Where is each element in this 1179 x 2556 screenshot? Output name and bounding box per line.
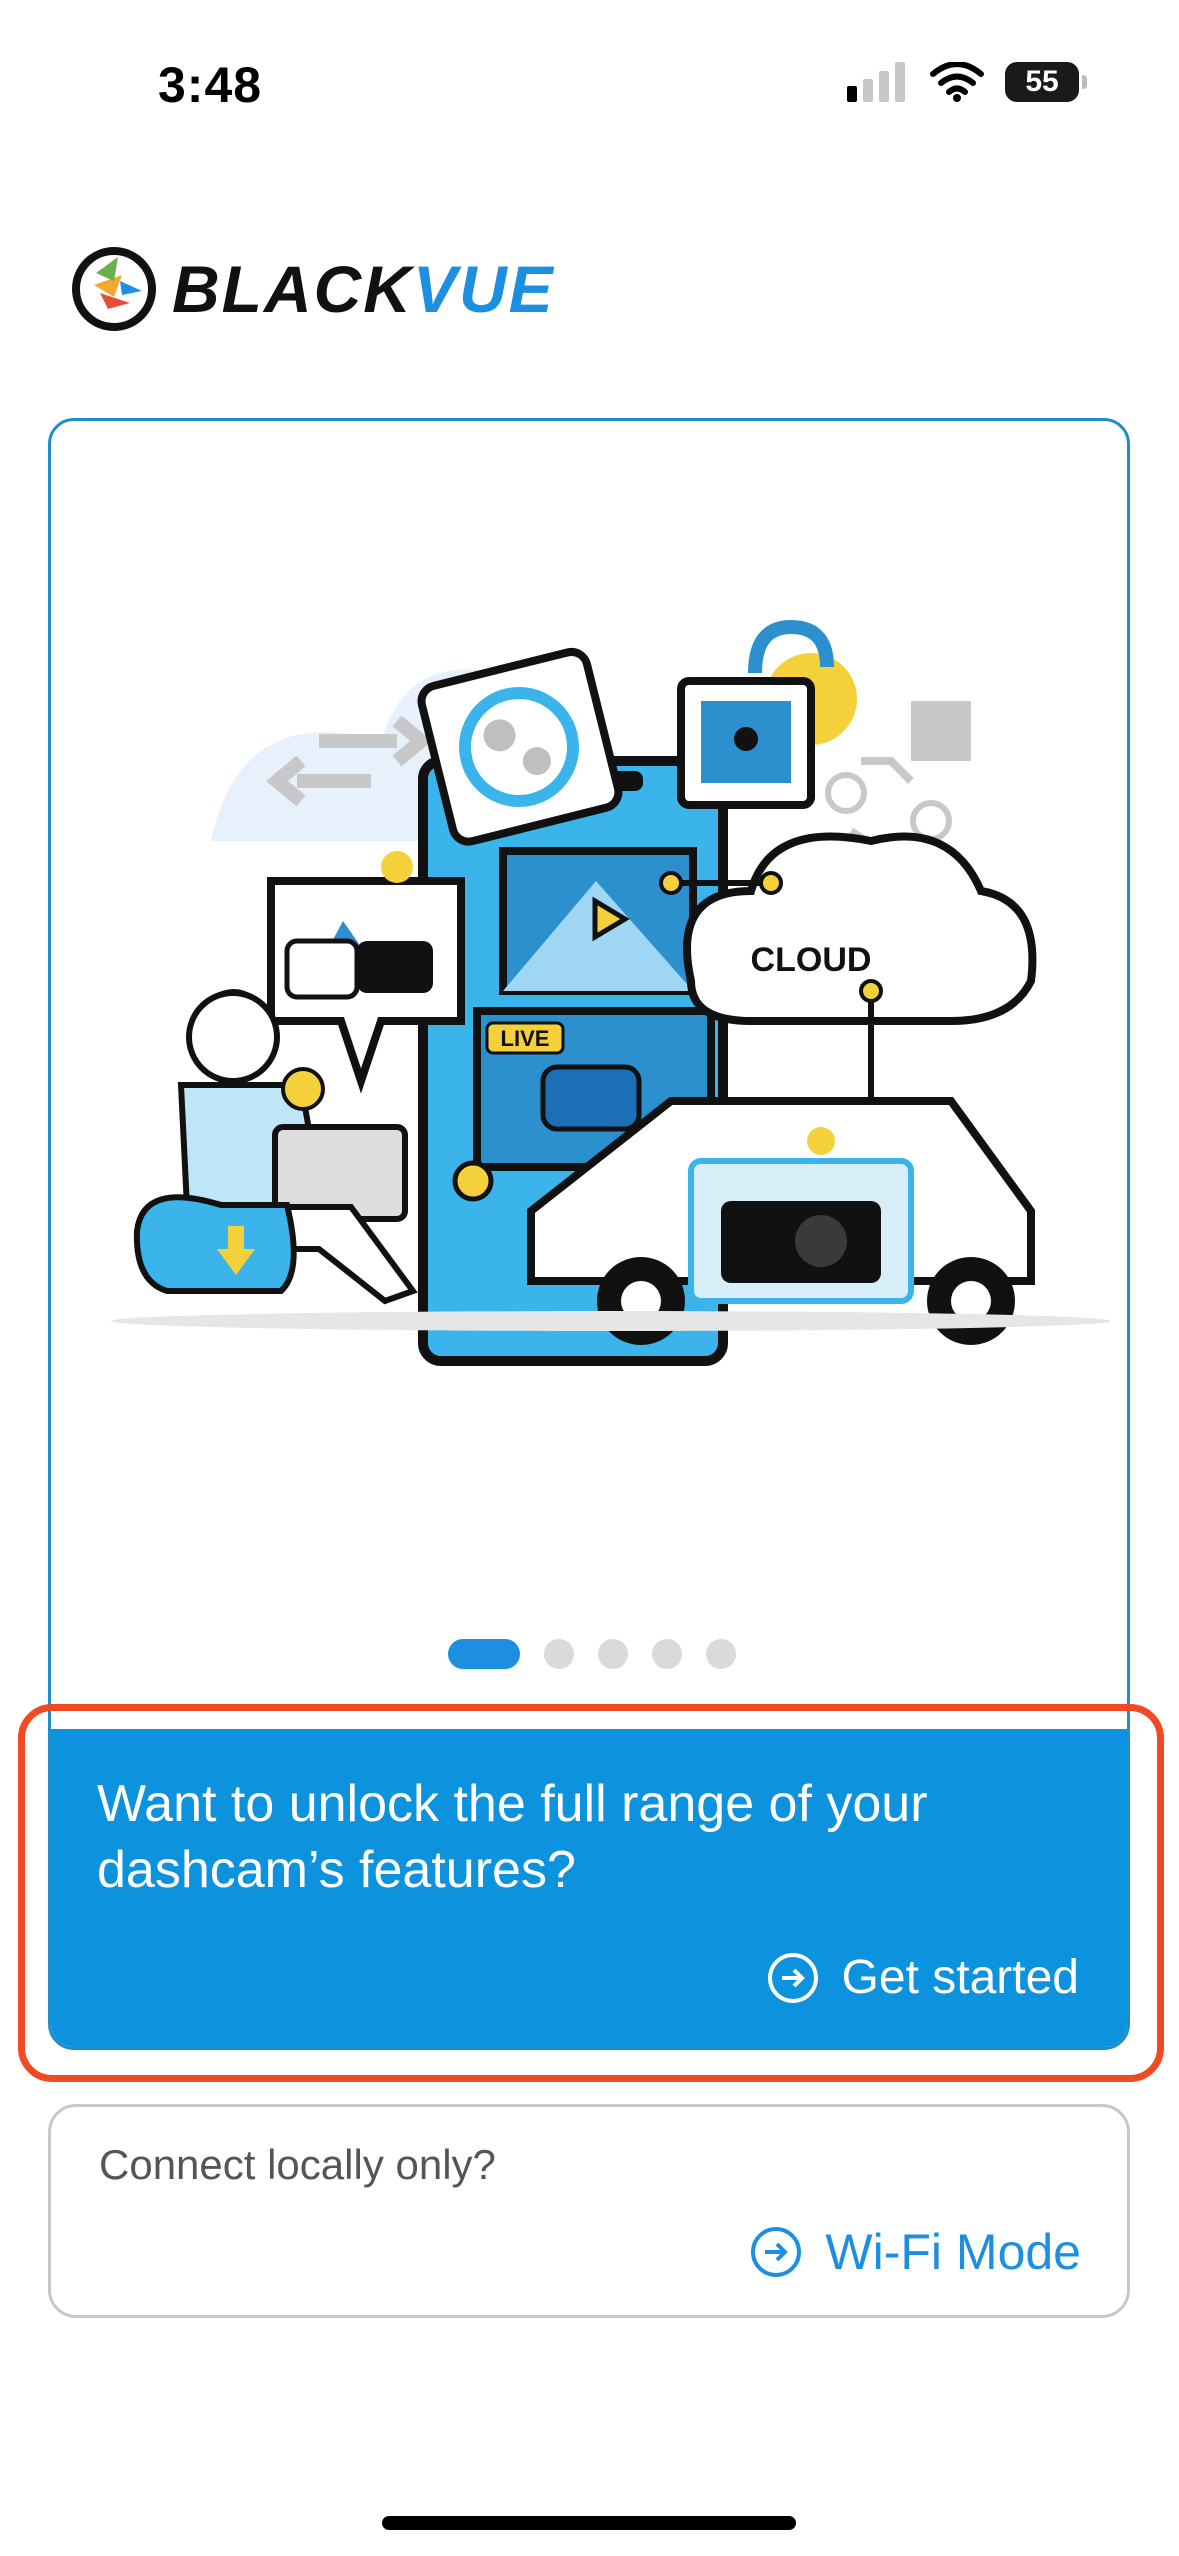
cta-panel: Want to unlock the full range of your da… xyxy=(51,1729,1127,2047)
live-badge: LIVE xyxy=(501,1026,550,1051)
cta-title: Want to unlock the full range of your da… xyxy=(97,1775,928,1899)
status-bar: 3:48 55 xyxy=(0,0,1179,170)
dashcam-features-illustration: LIVE CLOUD xyxy=(111,619,1111,1366)
brand-prefix: BLACK xyxy=(172,252,413,326)
pager-dot-5[interactable] xyxy=(706,1639,736,1669)
cloud-label: CLOUD xyxy=(751,941,872,979)
blackvue-logo: BLACKVUE xyxy=(70,245,555,333)
cellular-signal-icon xyxy=(847,62,905,102)
status-time: 3:48 xyxy=(158,57,263,113)
home-indicator xyxy=(382,2516,796,2530)
get-started-label: Get started xyxy=(841,1951,1079,2004)
brand-mark-icon xyxy=(72,247,156,331)
status-icons: 55 xyxy=(847,62,1087,102)
battery-indicator: 55 xyxy=(1005,62,1087,102)
pager-dot-1[interactable] xyxy=(448,1639,520,1669)
onboarding-card: LIVE CLOUD xyxy=(48,418,1130,2050)
cta-highlight-frame xyxy=(18,1704,1164,2082)
get-started-button[interactable]: Get started xyxy=(766,1950,1079,2005)
arrow-circle-right-icon xyxy=(751,2227,802,2277)
brand-wordmark: BLACKVUE xyxy=(172,251,555,327)
pager-dot-4[interactable] xyxy=(652,1639,682,1669)
connect-locally-question: Connect locally only? xyxy=(99,2141,496,2188)
pager-dot-2[interactable] xyxy=(544,1639,574,1669)
carousel-pager[interactable] xyxy=(51,1639,1127,1669)
wifi-mode-label: Wi-Fi Mode xyxy=(825,2224,1081,2280)
wifi-mode-button[interactable]: Wi-Fi Mode xyxy=(749,2223,1081,2281)
brand-suffix: VUE xyxy=(412,252,555,326)
arrow-circle-right-icon xyxy=(767,1952,818,2003)
pager-dot-3[interactable] xyxy=(598,1639,628,1669)
local-connect-card: Connect locally only? Wi-Fi Mode xyxy=(48,2104,1130,2318)
wifi-icon xyxy=(930,62,984,102)
battery-level: 55 xyxy=(1025,65,1059,98)
